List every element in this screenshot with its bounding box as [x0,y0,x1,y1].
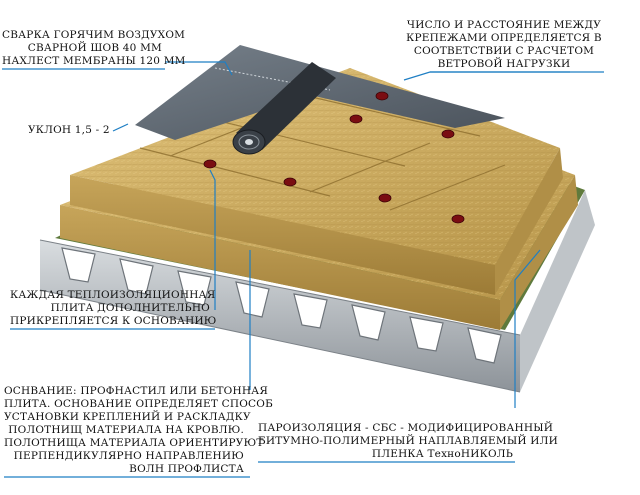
label-line: ПЛИТА ДОПОЛНИТЕЛЬНО [50,302,210,314]
label-line: ЧИСЛО И РАССТОЯНИЕ МЕЖДУ [406,19,602,31]
label-line: СВАРНОЙ ШОВ 40 ММ [27,42,162,54]
leader-slope [112,123,129,132]
label-line: УСТАНОВКИ КРЕПЛЕНИЙ И РАСКЛАДКУ [4,411,251,423]
fastener-mark [203,159,217,169]
fastener-mark [349,114,363,124]
label-line: ВОЛН ПРОФЛИСТА [129,463,244,475]
slope-label: УКЛОН 1,5 - 2 [28,124,118,137]
label-line: ПРИКРЕПЛЯЕТСЯ К ОСНОВАНИЮ [10,315,217,327]
vapor-label: ПАРОИЗОЛЯЦИЯ - СБС - МОДИФИЦИРОВАННЫЙ БИ… [258,422,558,461]
label-line: НАХЛЕСТ МЕМБРАНЫ 120 ММ [2,55,186,67]
label-line: СООТВЕТСТВИИ С РАСЧЕТОМ [413,45,595,57]
fasteners [203,91,465,224]
leader-vapor [514,249,541,408]
label-line: ПАРОИЗОЛЯЦИЯ - СБС - МОДИФИЦИРОВАННЫЙ [258,422,554,434]
label-line: ВЕТРОВОЙ НАГРУЗКИ [437,58,571,70]
membrane-roll [232,62,336,155]
base-label: ОСНВАНИЕ: ПРОФНАСТИЛ ИЛИ БЕТОННАЯ ПЛИТА.… [4,385,273,476]
fastener-mark [378,193,392,203]
fastener-mark [441,129,455,139]
insulation-label: КАЖДАЯ ТЕПЛОИЗОЛЯЦИОННАЯ ПЛИТА ДОПОЛНИТЕ… [10,289,217,328]
fastener-mark [451,214,465,224]
label-line: ПОЛОТНИЩ МАТЕРИАЛА НА КРОВЛЮ. [8,424,244,436]
fastener-mark [283,177,297,187]
profiled-steel-deck [39,190,595,393]
label-line: ПЕРПЕНДИКУЛЯРНО НАПРАВЛЕНИЮ [13,450,244,462]
label-line: УКЛОН 1,5 - 2 [28,124,110,136]
fasteners-label: ЧИСЛО И РАССТОЯНИЕ МЕЖДУ КРЕПЕЖАМИ ОПРЕД… [404,19,604,71]
leader-insulation [209,169,216,310]
label-line: БИТУМНО-ПОЛИМЕРНЫЙ НАПЛАВЛЯЕМЫЙ ИЛИ [258,435,558,447]
label-line: ПЛИТА. ОСНОВАНИЕ ОПРЕДЕЛЯЕТ СПОСОБ [4,398,273,410]
fastener-mark [375,91,389,101]
label-line: СВАРКА ГОРЯЧИМ ВОЗДУХОМ [2,29,186,41]
label-line: ПОЛОТНИЩА МАТЕРИАЛА ОРИЕНТИРУЮТ [4,437,264,449]
weld-label: СВАРКА ГОРЯЧИМ ВОЗДУХОМ СВАРНОЙ ШОВ 40 М… [2,29,186,68]
label-line: КАЖДАЯ ТЕПЛОИЗОЛЯЦИОННАЯ [10,289,216,301]
label-line: ПЛЕНКА ТехноНИКОЛЬ [371,448,513,460]
label-line: КРЕПЕЖАМИ ОПРЕДЕЛЯЕТСЯ В [406,32,602,44]
leader-weld [165,61,233,76]
label-line: ОСНВАНИЕ: ПРОФНАСТИЛ ИЛИ БЕТОННАЯ [4,385,269,397]
